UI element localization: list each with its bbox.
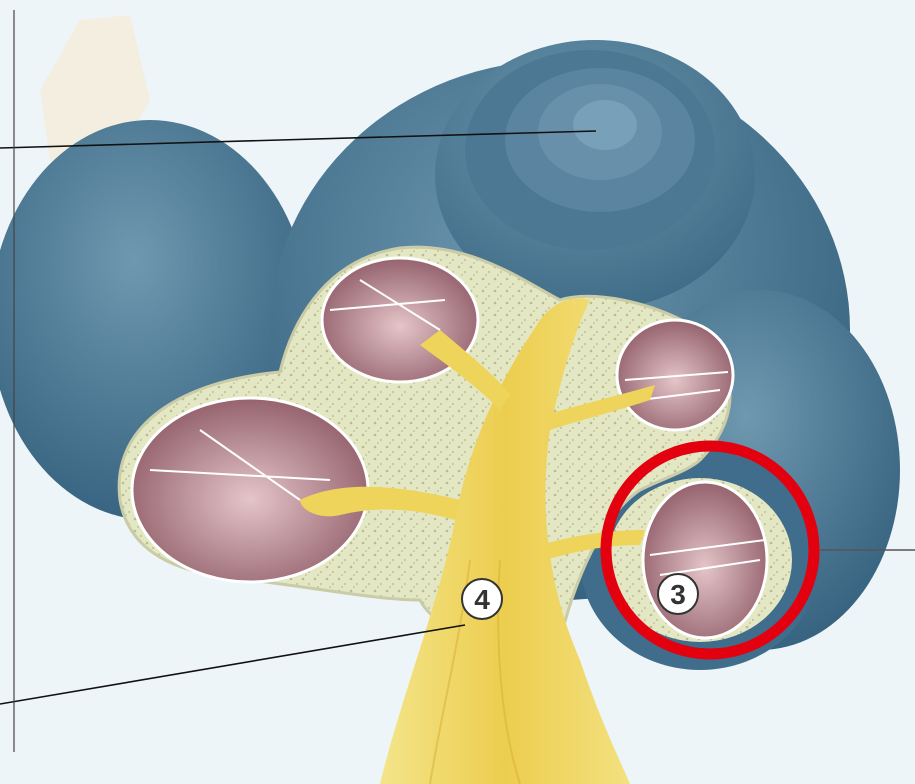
leader-line-nerve [0,625,465,704]
label-badge-3: 3 [658,574,698,614]
duct-section-lower-right [643,482,767,638]
label-4-text: 4 [474,584,490,615]
label-badge-4: 4 [462,579,502,619]
duct-section-upper-right [617,320,733,430]
label-3-text: 3 [670,579,686,610]
